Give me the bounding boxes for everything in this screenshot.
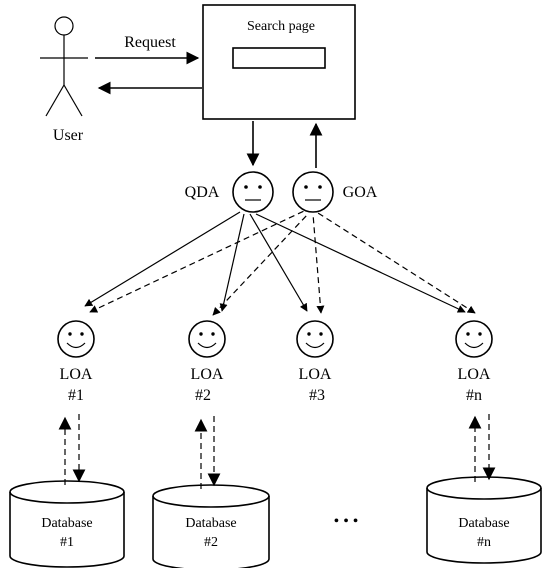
loa-label: LOA <box>458 366 491 383</box>
search-page-box <box>202 4 356 120</box>
qda-agent-icon <box>232 171 274 213</box>
loa-agent-icon-3 <box>296 320 334 358</box>
search-input-box <box>232 47 326 69</box>
database-icon-1 <box>9 480 125 568</box>
search-page-title: Search page <box>247 19 315 34</box>
database-label: Database <box>458 516 509 531</box>
database-icon-2 <box>152 484 270 568</box>
loa-to-goa-dashed-arrows <box>89 210 476 316</box>
goa-agent-icon <box>292 171 334 213</box>
loa-agent-icon-2 <box>188 320 226 358</box>
database-icon-n <box>426 476 542 564</box>
request-label: Request <box>124 34 176 51</box>
database-label: Database <box>41 516 92 531</box>
more-databases-ellipsis: • • • <box>334 513 359 530</box>
database-number: #1 <box>60 535 74 550</box>
user-icon <box>40 16 88 117</box>
loa-number: #1 <box>68 387 84 404</box>
database-number: #2 <box>204 535 218 550</box>
loa-label: LOA <box>60 366 93 383</box>
loa-database-arrows-1 <box>58 414 86 485</box>
loa-agent-icon-1 <box>57 320 95 358</box>
loa-label: LOA <box>191 366 224 383</box>
loa-agent-icon-n <box>455 320 493 358</box>
qda-label: QDA <box>185 184 220 201</box>
loa-database-arrows-2 <box>194 416 221 489</box>
loa-number: #2 <box>195 387 211 404</box>
user-label: User <box>53 127 84 144</box>
loa-number: #n <box>466 387 482 404</box>
database-number: #n <box>477 535 491 550</box>
qda-to-loa-arrows <box>84 211 466 313</box>
loa-number: #3 <box>309 387 325 404</box>
loa-database-arrows-n <box>468 414 496 482</box>
goa-label: GOA <box>343 184 378 201</box>
database-label: Database <box>185 516 236 531</box>
loa-label: LOA <box>299 366 332 383</box>
